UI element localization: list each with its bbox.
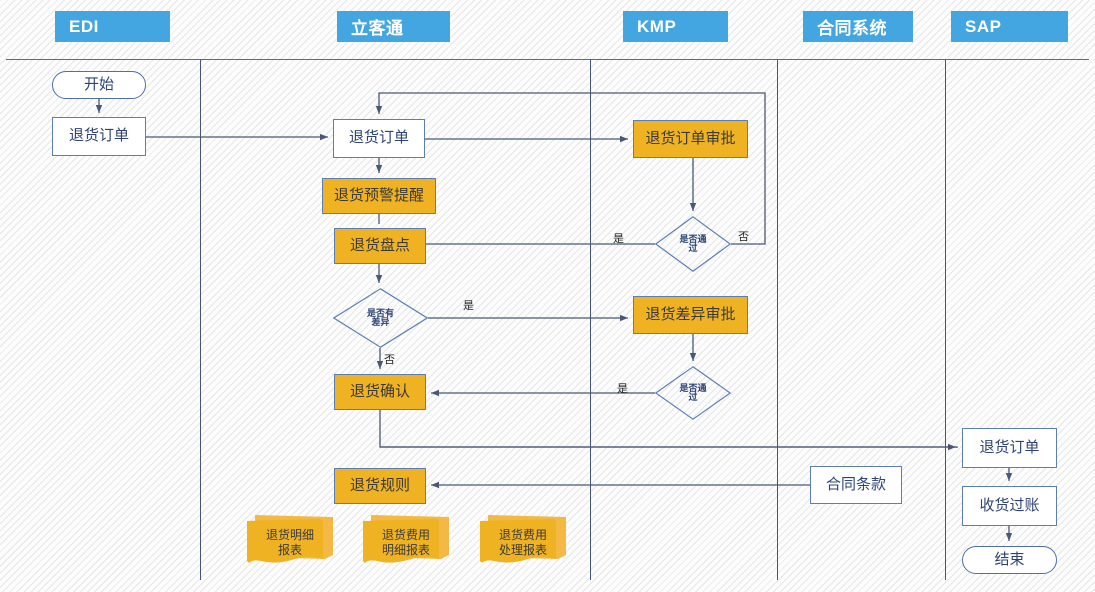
node-pass1[interactable]: 是否通 过: [655, 216, 731, 272]
node-confirm[interactable]: 退货确认: [334, 374, 426, 410]
node-label-pass2: 是否通 过: [679, 382, 707, 402]
torn-paper-shape: [480, 515, 566, 563]
node-diff_approve[interactable]: 退货差异审批: [633, 296, 748, 334]
node-edi_order[interactable]: 退货订单: [52, 117, 146, 156]
node-start[interactable]: 开始: [52, 71, 146, 99]
edge-label-lbl_pass1_no: 否: [738, 231, 749, 243]
lane-header-edi: EDI: [55, 11, 170, 42]
edge-label-lbl_pass1_yes: 是: [613, 233, 624, 245]
lane-separator-kmp: [777, 60, 778, 580]
node-order_approve[interactable]: 退货订单审批: [633, 120, 748, 158]
report-report1[interactable]: 退货明细 报表: [247, 515, 333, 565]
node-sap_post[interactable]: 收货过账: [962, 486, 1057, 526]
report-report3[interactable]: 退货费用 处理报表: [480, 515, 566, 565]
pool-top-border: [6, 59, 1089, 60]
lane-header-contract: 合同系统: [803, 11, 913, 42]
report-report2[interactable]: 退货费用 明细报表: [363, 515, 449, 565]
node-label-pass1: 是否通 过: [679, 233, 707, 253]
lane-header-sap: SAP: [951, 11, 1068, 42]
edge-label-lbl_pass2_yes: 是: [617, 383, 628, 395]
torn-paper-shape: [363, 515, 449, 563]
node-pass2[interactable]: 是否通 过: [655, 366, 731, 420]
report-label-report1: 退货明细 报表: [265, 528, 314, 557]
edge-label-lbl_diff_no: 否: [384, 354, 395, 366]
torn-paper-shape: [247, 515, 333, 563]
node-stocktake[interactable]: 退货盘点: [334, 228, 426, 264]
diamond-shape: [333, 288, 428, 348]
lane-header-kmp: KMP: [623, 11, 728, 42]
edge-label-lbl_diff_yes: 是: [463, 300, 474, 312]
node-label-has_diff: 是否有 差异: [366, 307, 394, 327]
node-contract_terms[interactable]: 合同条款: [810, 466, 902, 504]
report-label-report2: 退货费用 明细报表: [381, 528, 430, 557]
diamond-shape: [655, 216, 731, 272]
node-warn[interactable]: 退货预警提醒: [322, 178, 436, 214]
lane-separator-edi: [200, 60, 201, 580]
node-rule[interactable]: 退货规则: [334, 468, 426, 504]
lane-separator-liketong: [590, 60, 591, 580]
diamond-shape: [655, 366, 731, 420]
node-has_diff[interactable]: 是否有 差异: [333, 288, 428, 348]
lane-separator-contract: [945, 60, 946, 580]
node-end[interactable]: 结束: [962, 546, 1057, 574]
lane-header-liketong: 立客通: [337, 11, 450, 42]
node-lkt_order[interactable]: 退货订单: [333, 119, 425, 158]
report-label-report3: 退货费用 处理报表: [498, 528, 547, 557]
node-sap_order[interactable]: 退货订单: [962, 428, 1057, 468]
